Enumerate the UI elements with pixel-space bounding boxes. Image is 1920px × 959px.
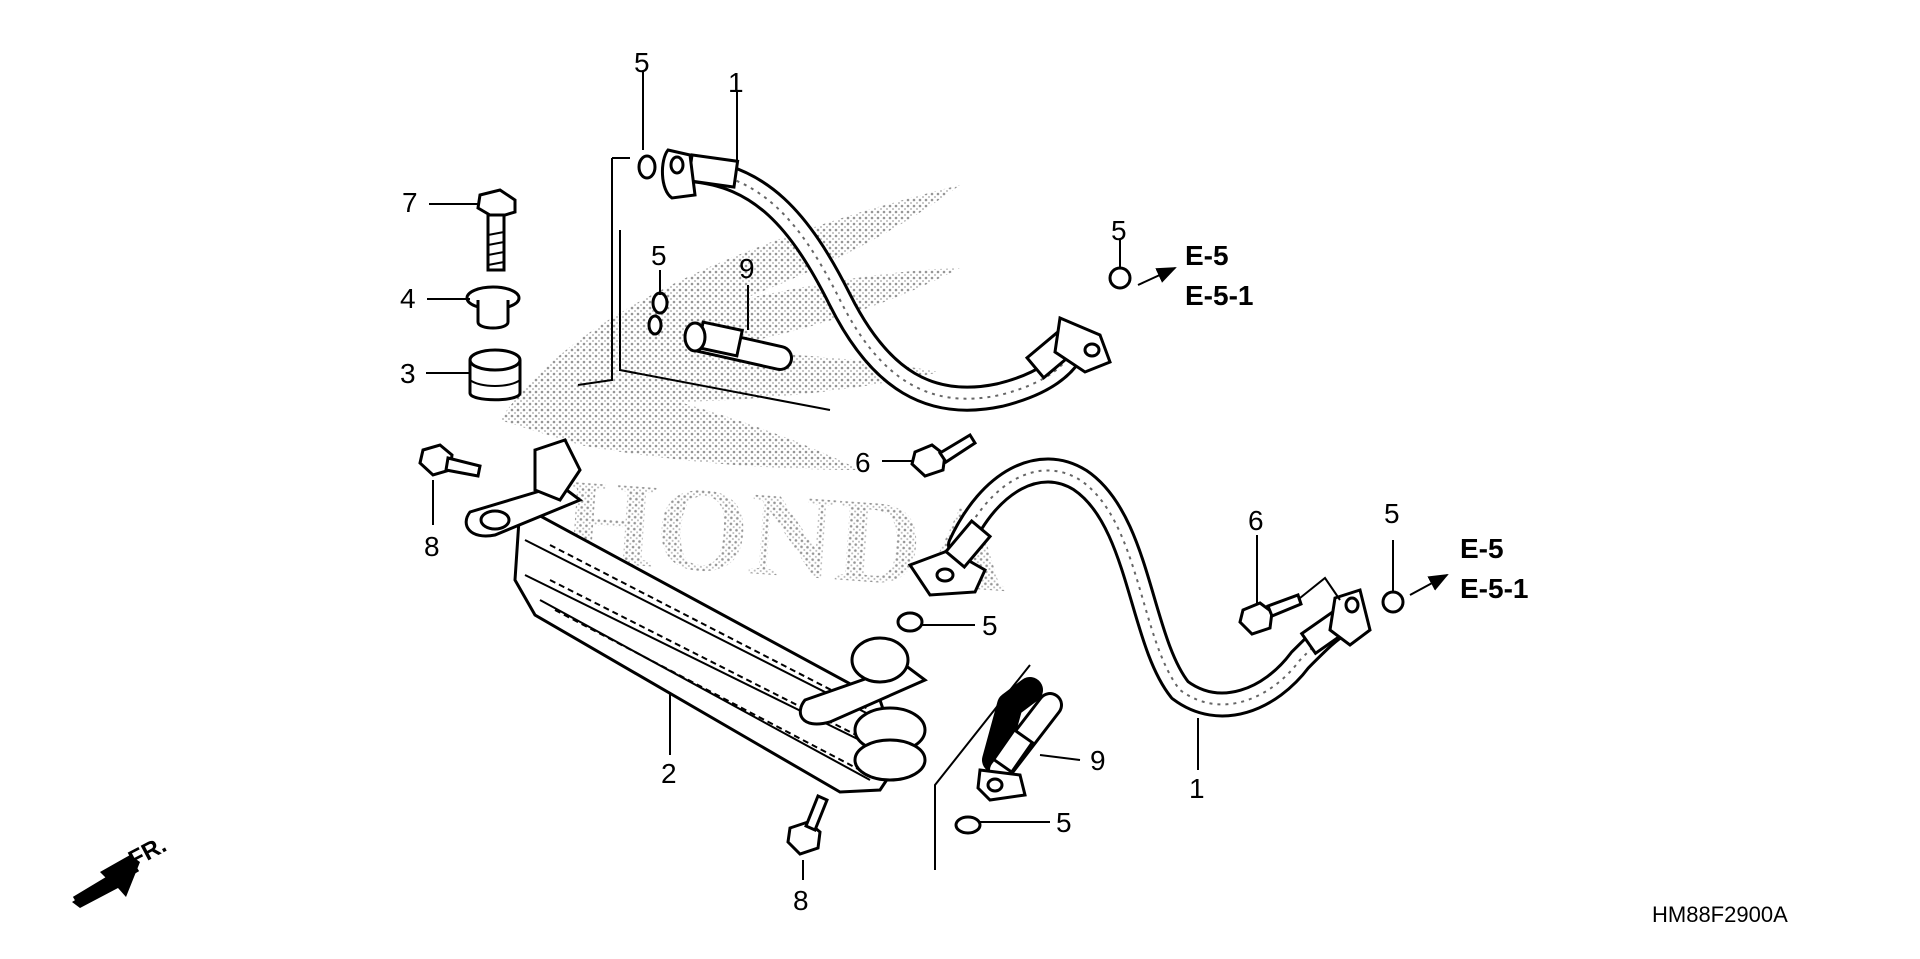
o-ring-mid — [651, 291, 669, 315]
ref-right-e5-1: E-5-1 — [1460, 573, 1528, 604]
oil-cooler — [464, 438, 928, 794]
hose-segment-upper — [619, 230, 831, 411]
callout-bolt-7: 7 — [402, 187, 418, 218]
o-ring-right — [1381, 590, 1405, 614]
bolt-8-upper — [418, 443, 482, 478]
callout-hose-segment-lower: 9 — [1090, 745, 1106, 776]
hose-segment-lower — [934, 664, 1063, 870]
ref-right-e5: E-5 — [1460, 533, 1504, 564]
front-arrow-icon — [72, 855, 140, 908]
callout-hose-upper: 1 — [728, 67, 744, 98]
callout-o-ring-top: 5 — [634, 47, 650, 78]
ref-top-e5: E-5 — [1185, 240, 1229, 271]
ref-top-e5-1: E-5-1 — [1185, 280, 1253, 311]
callout-o-ring-center: 5 — [982, 610, 998, 641]
oil-cooler-hose-upper — [661, 148, 1112, 412]
grommet-3 — [468, 348, 522, 402]
callout-o-ring-bottom: 5 — [1056, 807, 1072, 838]
callout-bolt-6-lower: 6 — [1248, 505, 1264, 536]
callout-bolt-6-upper: 6 — [855, 447, 871, 478]
callout-hose-lower: 1 — [1189, 773, 1205, 804]
leader-lines — [426, 72, 1449, 880]
o-ring-bottom — [954, 815, 982, 835]
o-ring-center — [896, 611, 924, 633]
callout-o-ring-upper-right: 5 — [1111, 215, 1127, 246]
callout-oil-cooler: 2 — [661, 758, 677, 789]
callout-bolt-8-lower: 8 — [793, 885, 809, 916]
callout-grommet-3: 3 — [400, 358, 416, 389]
oil-cooler-hose-lower — [907, 457, 1372, 718]
bolt-6-upper — [910, 432, 978, 478]
bolt-6-lower — [1238, 576, 1341, 636]
callout-collar-4: 4 — [400, 283, 416, 314]
diagram-code: HM88F2900A — [1652, 902, 1788, 927]
callout-o-ring-mid: 5 — [651, 240, 667, 271]
o-ring-top — [637, 154, 657, 180]
collar-4 — [465, 285, 521, 330]
o-ring-upper-right — [1108, 266, 1132, 290]
callout-bolt-8-upper: 8 — [424, 531, 440, 562]
callout-hose-segment-upper: 9 — [739, 253, 755, 284]
bolt-7 — [476, 188, 517, 272]
bolt-8-lower — [786, 793, 829, 856]
callout-o-ring-right: 5 — [1384, 498, 1400, 529]
